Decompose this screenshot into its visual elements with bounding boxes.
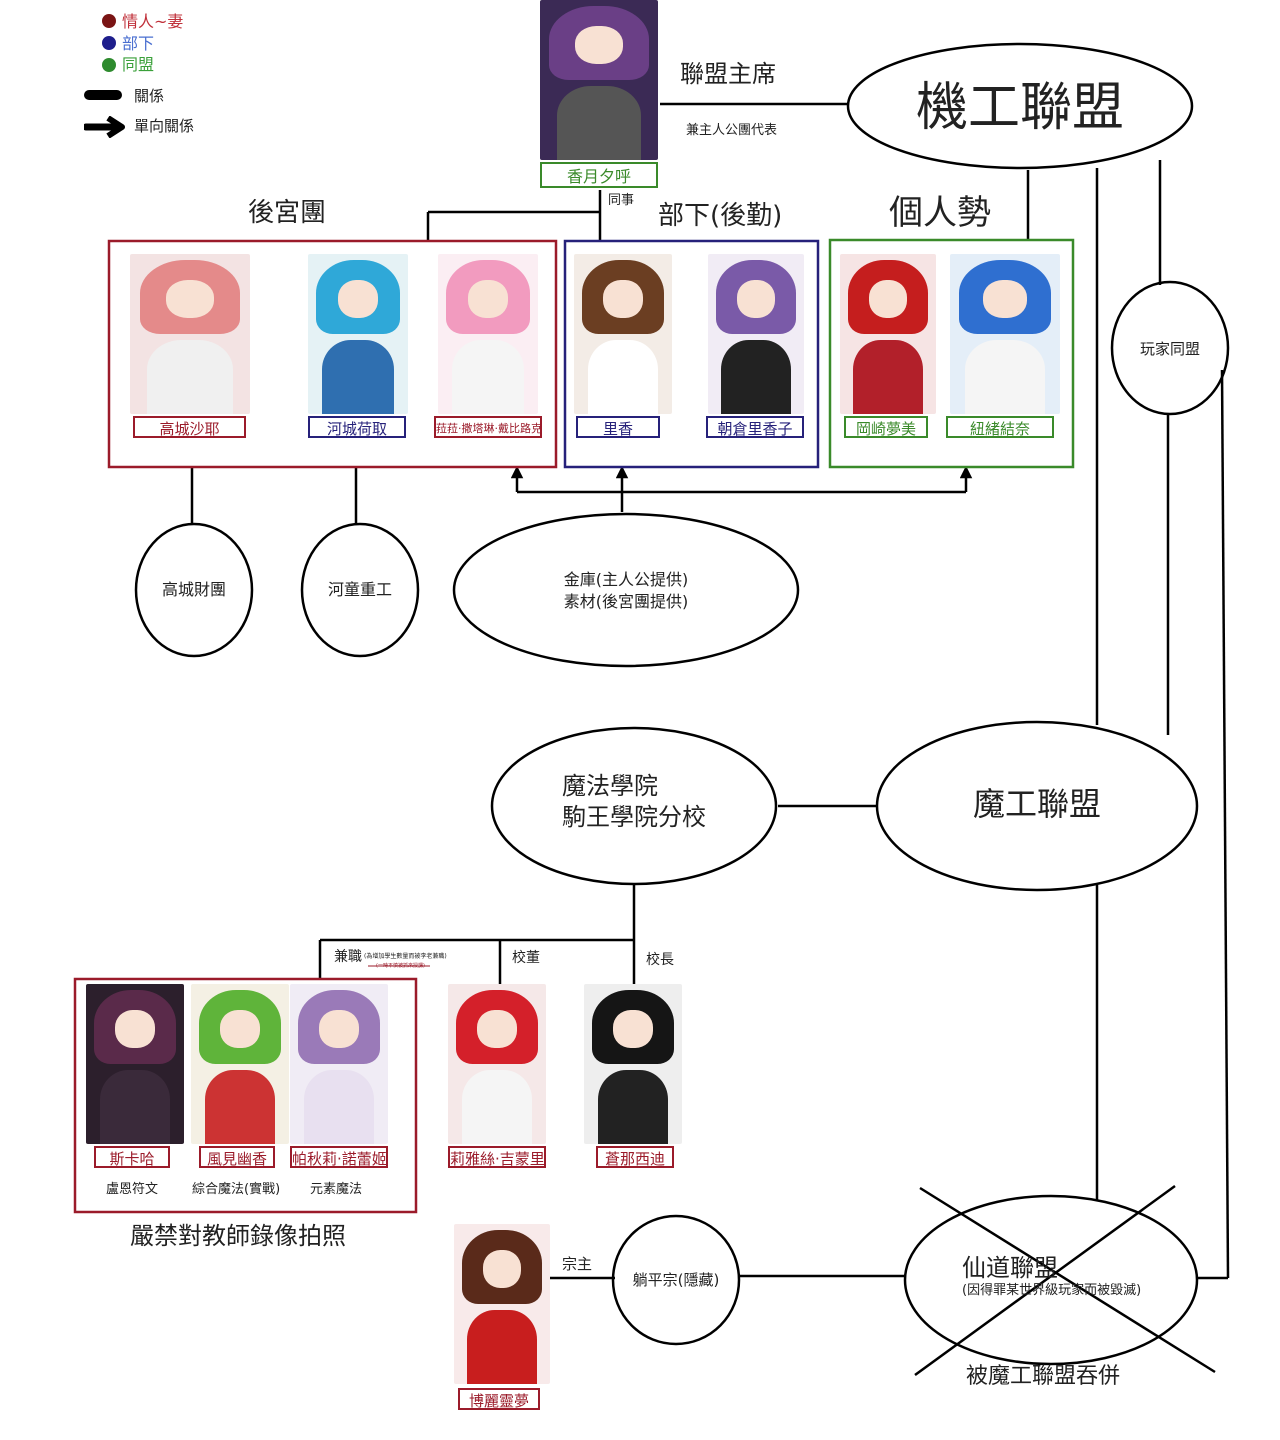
subject-rune: 盧恩符文 <box>106 1182 159 1197</box>
name-okazaki: 岡崎夢美 <box>844 416 928 438</box>
subject-element: 元素魔法 <box>310 1182 363 1197</box>
colleague-label: 同事 <box>608 193 635 208</box>
name-scathach: 斯卡哈 <box>94 1146 170 1168</box>
org-machine-alliance: 機工聯盟 <box>915 78 1124 138</box>
legend-lover-label: 情人~妻 <box>122 12 184 31</box>
chairman-title: 聯盟主席 <box>680 60 776 88</box>
portrait-rika <box>574 254 672 414</box>
legend-arrow-icon <box>84 116 125 138</box>
portrait-xiangyue <box>540 0 658 160</box>
name-rias: 莉雅絲·吉蒙里 <box>448 1146 546 1168</box>
harem-title: 後宮團 <box>248 198 327 228</box>
legend-dot-ally <box>102 58 116 72</box>
portrait-yuuka <box>191 984 289 1144</box>
legend-subordinate-label: 部下 <box>122 34 155 53</box>
portrait-lala <box>438 254 538 414</box>
name-lala: 菈菈·撒塔琳·戴比路克 <box>434 416 542 438</box>
academy-line2: 駒王學院分校 <box>562 803 706 831</box>
part-time-note: (為增加學生數量而被李老兼職) <box>364 953 447 960</box>
name-niuxu: 紐緒結奈 <box>946 416 1054 438</box>
treasury-line1: 金庫(主人公提供) <box>563 570 689 589</box>
name-rika: 里香 <box>576 416 660 438</box>
teacher-note: 嚴禁對教師錄像拍照 <box>130 1222 346 1250</box>
subject-combat: 綜合魔法(實戰) <box>192 1182 281 1197</box>
legend-arrow-label: 單向關係 <box>134 117 195 135</box>
legend-dot-lover <box>102 14 116 28</box>
magic-alliance-label: 魔工聯盟 <box>972 785 1101 823</box>
name-patchouli: 帕秋莉·諾蕾姬 <box>290 1146 388 1168</box>
legend-dot-subordinate <box>102 36 116 50</box>
player-alliance-label: 玩家同盟 <box>1139 340 1200 358</box>
legend-line-icon <box>84 90 122 100</box>
part-time-note2: (一時不慎被抓來授課) <box>376 963 425 969</box>
chairman-subtitle: 兼主人公團代表 <box>686 123 778 138</box>
subordinates-title: 部下(後勤) <box>658 201 783 231</box>
portrait-rias <box>448 984 546 1144</box>
portrait-niuxu <box>950 254 1060 414</box>
portrait-kawashiro <box>308 254 408 414</box>
kappa-heavy-label: 河童重工 <box>327 580 392 599</box>
name-asakura: 朝倉里香子 <box>706 416 804 438</box>
sect-leader-label: 宗主 <box>562 1255 593 1273</box>
immortal-alliance-fate: 被魔工聯盟吞併 <box>966 1364 1121 1389</box>
legend-line-label: 關係 <box>134 87 165 105</box>
portrait-scathach <box>86 984 184 1144</box>
principal-label: 校長 <box>646 952 674 968</box>
legend-ally-label: 同盟 <box>122 55 155 74</box>
portrait-sona <box>584 984 682 1144</box>
portrait-takagi <box>130 254 250 414</box>
portrait-asakura <box>708 254 804 414</box>
portrait-okazaki <box>840 254 936 414</box>
portrait-reimu <box>454 1224 550 1384</box>
name-xiangyue: 香月夕呼 <box>540 162 658 188</box>
name-yuuka: 風見幽香 <box>199 1146 275 1168</box>
portrait-patchouli <box>290 984 388 1144</box>
name-takagi: 高城沙耶 <box>133 416 246 438</box>
name-sona: 蒼那西迪 <box>596 1146 674 1168</box>
immortal-alliance-name: 仙道聯盟 <box>962 1254 1058 1282</box>
immortal-alliance-note: (因得罪某世界級玩家而被毀滅) <box>962 1283 1142 1298</box>
part-time-label: 兼職 <box>334 949 362 965</box>
takagi-zaibatsu-label: 高城財團 <box>161 580 226 599</box>
name-reimu: 博麗靈夢 <box>458 1388 540 1410</box>
academy-line1: 魔法學院 <box>562 772 658 800</box>
director-label: 校董 <box>512 950 540 966</box>
treasury-line2: 素材(後宮團提供) <box>563 592 689 611</box>
personal-title: 個人勢 <box>889 193 991 233</box>
sect-name: 躺平宗(隱藏) <box>632 1271 720 1289</box>
name-kawashiro: 河城荷取 <box>308 416 406 438</box>
